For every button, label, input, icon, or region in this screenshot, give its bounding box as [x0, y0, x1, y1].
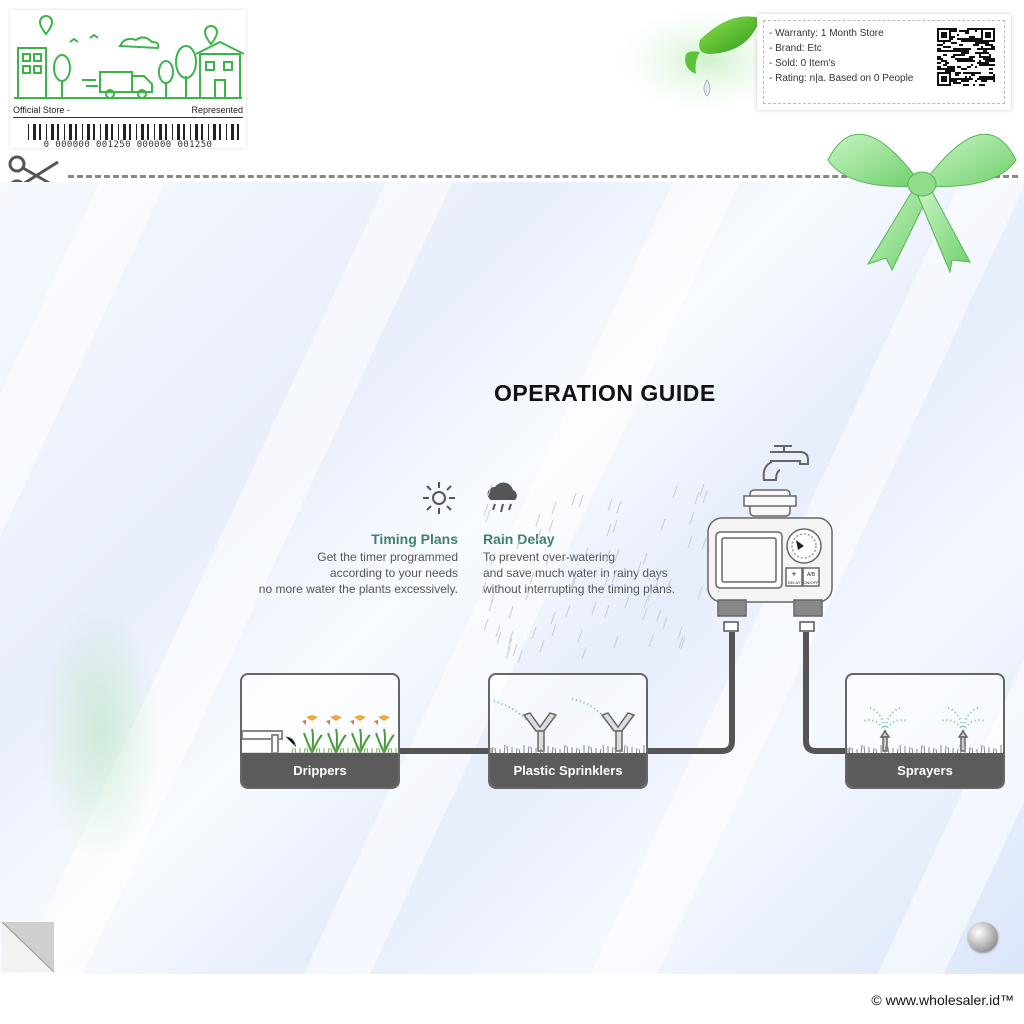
drippers-box: Drippers	[240, 673, 400, 789]
rating-text: - Rating: n|a. Based on 0 People	[769, 73, 914, 84]
guide-title: OPERATION GUIDE	[494, 380, 716, 406]
sun-icon	[423, 482, 455, 514]
brand-text: - Brand: Etc	[769, 43, 822, 54]
cut-line	[68, 175, 1018, 178]
copyright-text: © www.wholesaler.id™	[871, 992, 1014, 1008]
faucet-icon	[762, 445, 809, 481]
content-panel	[0, 182, 1024, 974]
timer-ab-label: A/B	[807, 572, 816, 578]
barcode-number: 0 000000 001250 000000 001250	[43, 140, 213, 150]
qr-code-icon	[937, 28, 995, 86]
store-card: Official Store - Represented 0 000000 00…	[10, 10, 246, 150]
timer-plus-label: +	[791, 569, 796, 579]
timer-delay-label: DELAY	[788, 580, 801, 585]
water-timer	[707, 489, 833, 617]
warranty-text: - Warranty: 1 Month Store	[769, 28, 884, 39]
page-curl-icon	[2, 922, 54, 972]
drippers-illustration	[242, 715, 398, 756]
leaf-icon	[600, 10, 760, 110]
drippers-label: Drippers	[242, 753, 398, 787]
hose	[398, 632, 850, 754]
rain-delay-heading: Rain Delay	[483, 531, 555, 547]
rain-line: without interrupting the timing plans.	[483, 582, 676, 596]
represented-label: Represented	[191, 105, 243, 115]
timing-line: no more water the plants excessively.	[258, 582, 458, 596]
timing-line: according to your needs	[329, 566, 458, 580]
timing-plans-heading: Timing Plans	[371, 531, 458, 547]
official-store-label: Official Store -	[13, 105, 70, 115]
hose-connector	[799, 621, 815, 632]
scroll-knob[interactable]	[968, 922, 998, 952]
rain-delay-text: To prevent over-watering and save much w…	[483, 549, 723, 597]
rain-cloud-icon	[487, 482, 517, 513]
hose-connector	[723, 621, 739, 632]
ribbon-bow-icon	[827, 133, 1017, 273]
barcode	[28, 124, 239, 140]
town-illustration	[14, 15, 245, 99]
timer-onoff-label: ON/OFF	[803, 580, 819, 585]
timing-plans-text: Get the timer programmed according to yo…	[200, 549, 458, 597]
rain-streaks	[481, 483, 708, 664]
sold-text: - Sold: 0 Item's	[769, 58, 836, 69]
sprayers-box: Sprayers	[845, 673, 1005, 789]
plastic-sprinklers-box: Plastic Sprinklers	[488, 673, 648, 789]
sprayers-label: Sprayers	[847, 753, 1003, 787]
timing-line: Get the timer programmed	[317, 550, 458, 564]
plastic-sprinklers-label: Plastic Sprinklers	[490, 753, 646, 787]
rain-line: and save much water in rainy days	[483, 566, 668, 580]
store-label-row: Official Store - Represented	[13, 105, 243, 118]
